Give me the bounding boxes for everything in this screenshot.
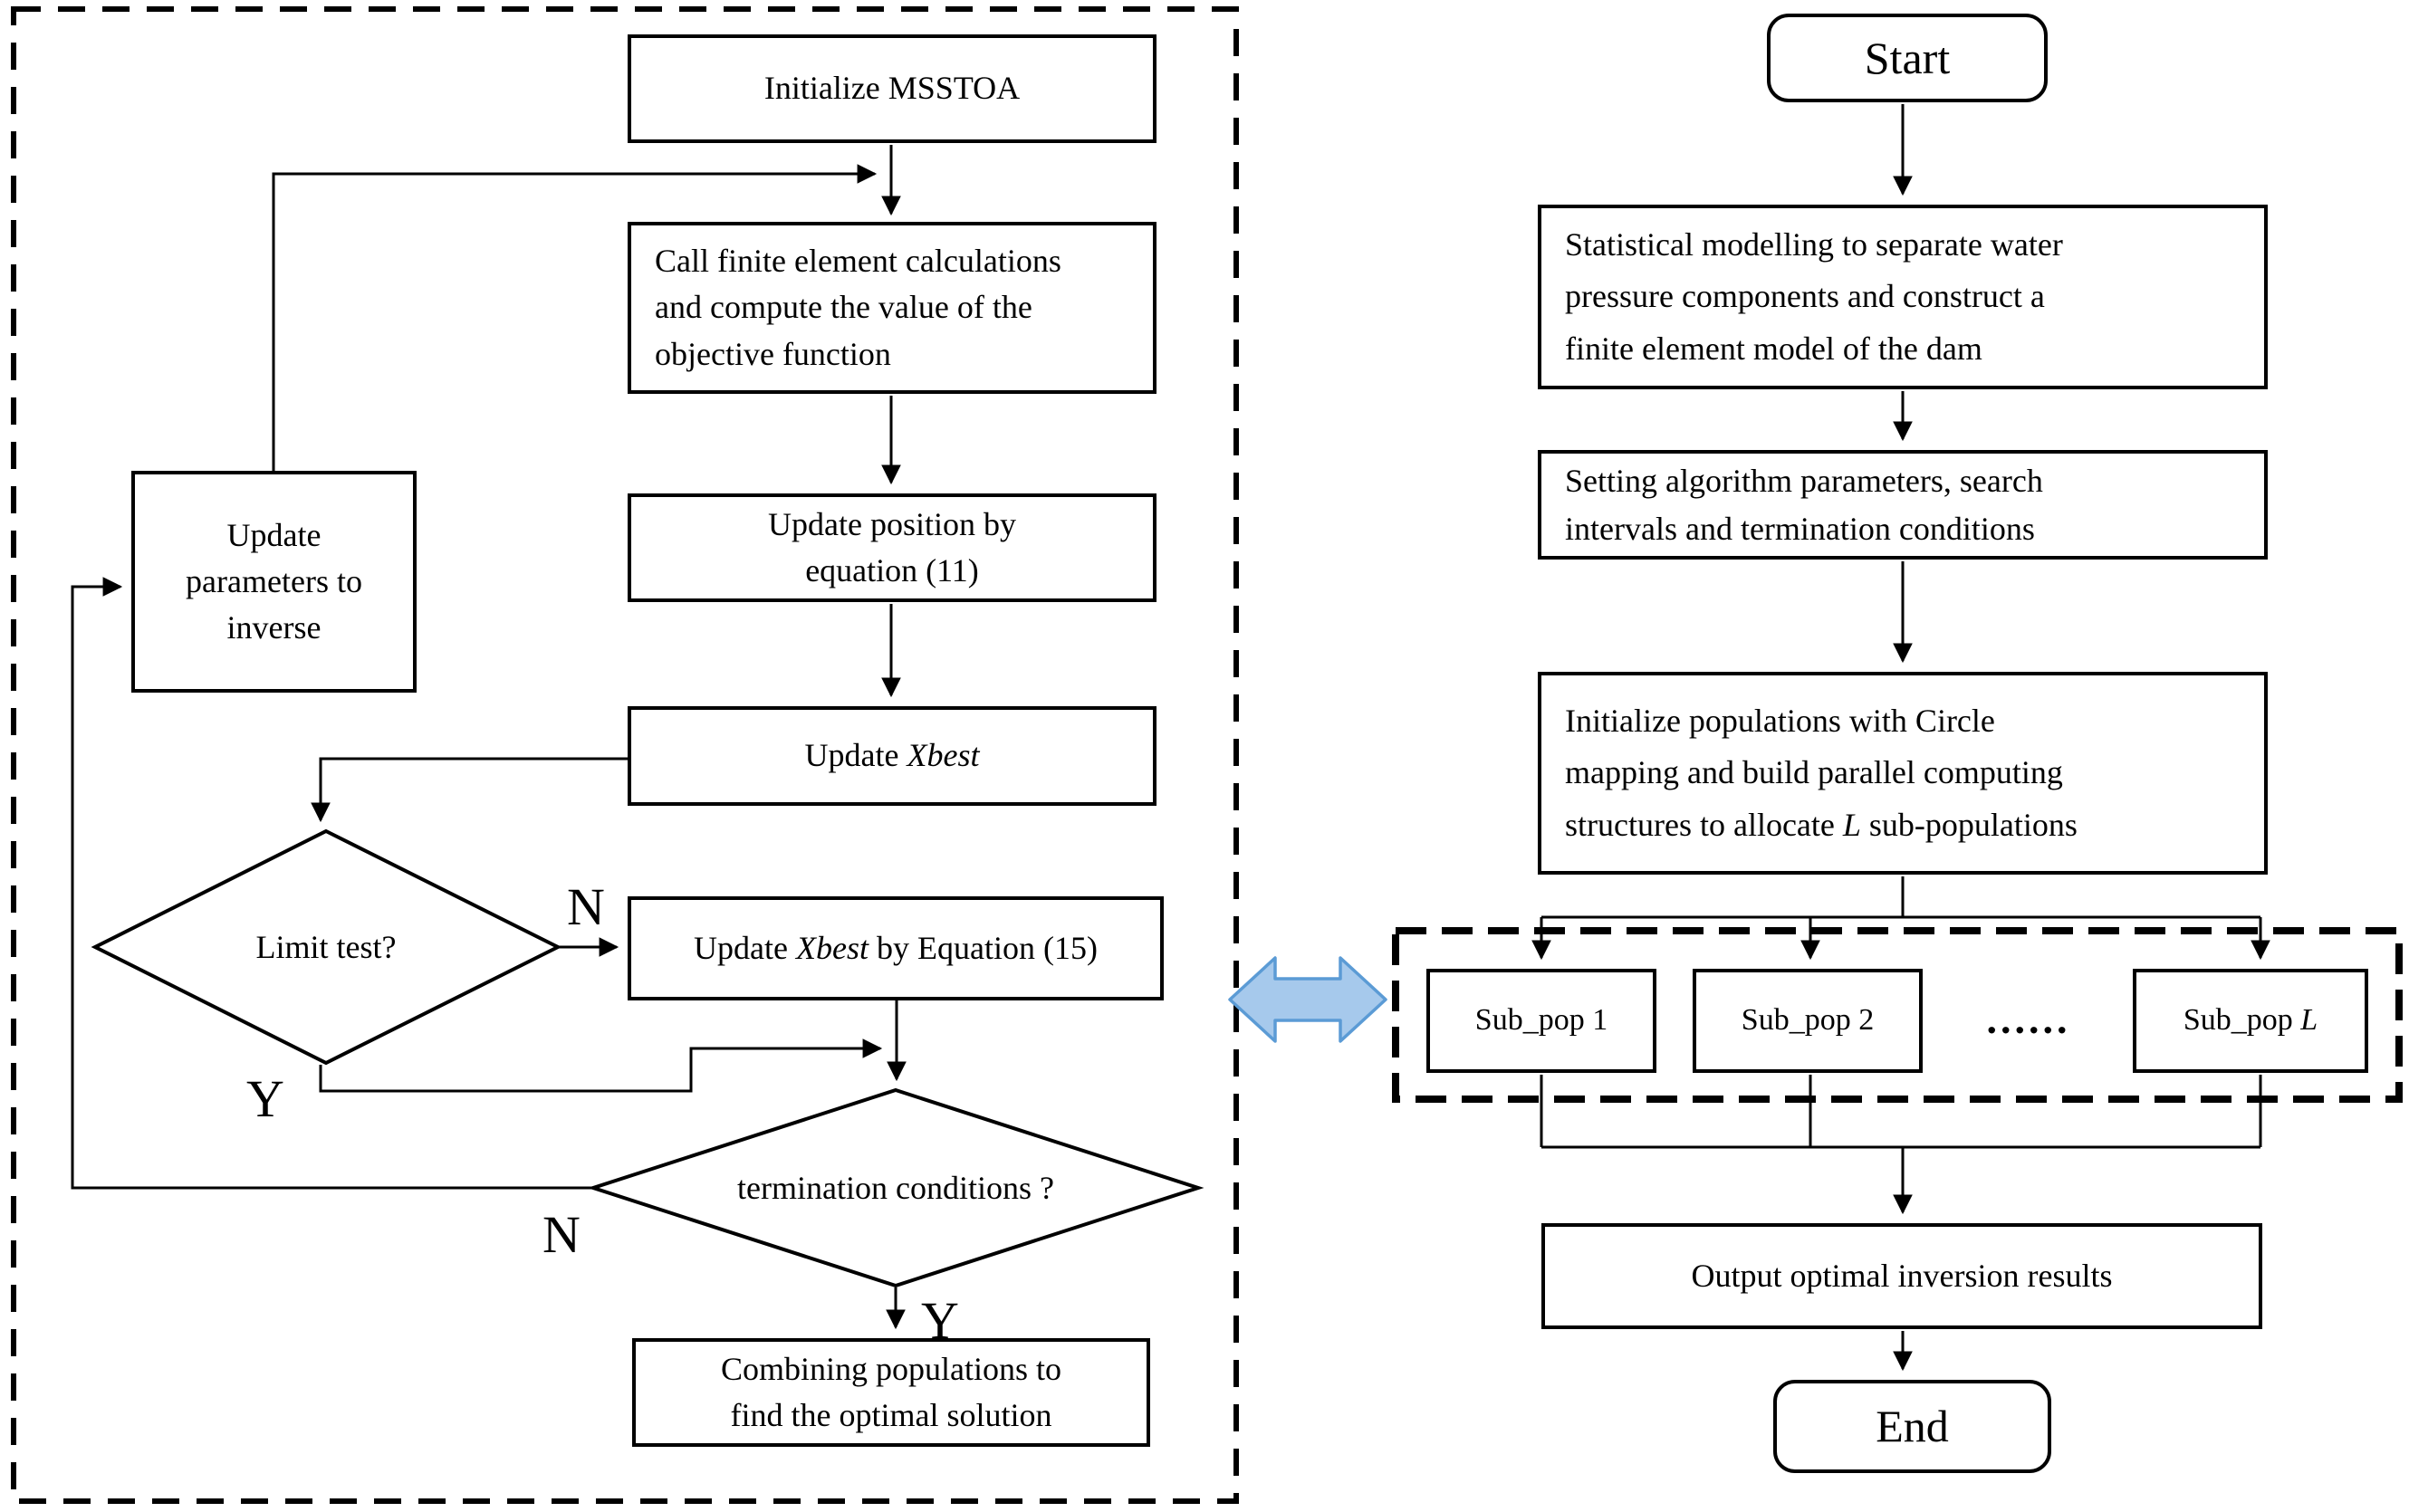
- node-label: Initialize MSSTOA: [763, 70, 1021, 107]
- left-connectors: [71, 145, 907, 1330]
- node-start: Start: [1767, 14, 2048, 102]
- node-label: Sub_pop L: [2183, 999, 2318, 1042]
- arrow-limit-yes: [319, 1038, 883, 1093]
- node-label: Update Xbest by Equation (15): [694, 925, 1098, 971]
- node-label: End: [1876, 1401, 1949, 1451]
- node-label: Combining populations to find the optima…: [720, 1350, 1061, 1433]
- node-output-results: Output optimal inversion results: [1541, 1223, 2262, 1329]
- node-update-position: Update position by equation (11): [628, 493, 1157, 602]
- node-subpop-L: Sub_pop L: [2133, 969, 2368, 1073]
- node-initialize-msstoa: Initialize MSSTOA: [628, 34, 1157, 143]
- node-initialize-populations: Initialize populations with Circle mappi…: [1538, 672, 2268, 875]
- label-part-italic: L: [2300, 1003, 2318, 1038]
- limit-no-label: N: [554, 875, 618, 938]
- label-part-italic: Xbest: [907, 737, 980, 774]
- branch-label: N: [542, 1204, 581, 1264]
- label-part-italic: Xbest: [796, 929, 869, 966]
- node-update-xbest: Update Xbest: [628, 706, 1157, 806]
- label-part: Sub_pop: [1474, 1003, 1593, 1038]
- limit-yes-label: Y: [234, 1067, 297, 1130]
- node-label: Update parameters to inverse: [186, 516, 362, 646]
- node-subpop-1: Sub_pop 1: [1426, 969, 1656, 1073]
- msstoa-dashed-container: [11, 6, 1239, 1504]
- arrow-xbest-to-limit: [311, 757, 628, 823]
- node-end: End: [1773, 1380, 2051, 1473]
- subpop-dashed-container: [1392, 927, 2403, 1103]
- label-part: Sub_pop: [2183, 1003, 2301, 1038]
- node-label: Statistical modelling to separate water …: [1565, 225, 2063, 367]
- label-part: sub-populations: [1860, 806, 2078, 843]
- node-label: Start: [1864, 32, 1951, 83]
- branch-label: Y: [246, 1068, 284, 1128]
- label-part: by Equation (15): [869, 929, 1098, 966]
- node-combining-populations: Combining populations to find the optima…: [632, 1338, 1150, 1447]
- node-label: Update Xbest: [805, 732, 980, 779]
- label-part: Initialize populations with Circle mappi…: [1565, 702, 2063, 843]
- node-label: Output optimal inversion results: [1691, 1257, 2113, 1294]
- arrow-params-feedback-top: [272, 164, 878, 471]
- ellipsis-label: ......: [1986, 995, 2071, 1042]
- limit-test-diamond: [91, 828, 562, 1066]
- node-label: Update position by equation (11): [768, 505, 1016, 589]
- label-part: 2: [1858, 1003, 1875, 1038]
- label-part: 1: [1592, 1003, 1608, 1038]
- node-setting-parameters: Setting algorithm parameters, search int…: [1538, 450, 2268, 560]
- label-part: Sub_pop: [1741, 1003, 1859, 1038]
- termination-diamond: [587, 1087, 1204, 1288]
- node-label: Sub_pop 2: [1742, 999, 1874, 1042]
- label-part-italic: L: [1842, 806, 1861, 843]
- node-statistical-modelling: Statistical modelling to separate water …: [1538, 205, 2268, 389]
- termination-no-label: N: [530, 1202, 593, 1266]
- label-part: Update: [694, 929, 797, 966]
- arrow-termination-no-feedback: [71, 577, 593, 1190]
- node-label: Call finite element calculations and com…: [655, 243, 1061, 372]
- subpop-ellipsis: ......: [1947, 987, 2110, 1050]
- right-connectors: [1531, 104, 2270, 1372]
- termination-yes-label: Y: [908, 1288, 972, 1352]
- node-subpop-2: Sub_pop 2: [1693, 969, 1923, 1073]
- node-label: Setting algorithm parameters, search int…: [1565, 463, 2043, 547]
- node-label: Sub_pop 1: [1475, 999, 1608, 1042]
- node-update-parameters: Update parameters to inverse: [131, 471, 417, 693]
- branch-label: N: [567, 876, 605, 936]
- node-label: Initialize populations with Circle mappi…: [1565, 695, 2078, 852]
- label-part: Update: [804, 737, 907, 774]
- double-arrow-icon: [1228, 956, 1387, 1043]
- branch-label: Y: [921, 1290, 959, 1350]
- node-update-xbest-equation15: Update Xbest by Equation (15): [628, 896, 1164, 1000]
- node-call-finite-element: Call finite element calculations and com…: [628, 222, 1157, 394]
